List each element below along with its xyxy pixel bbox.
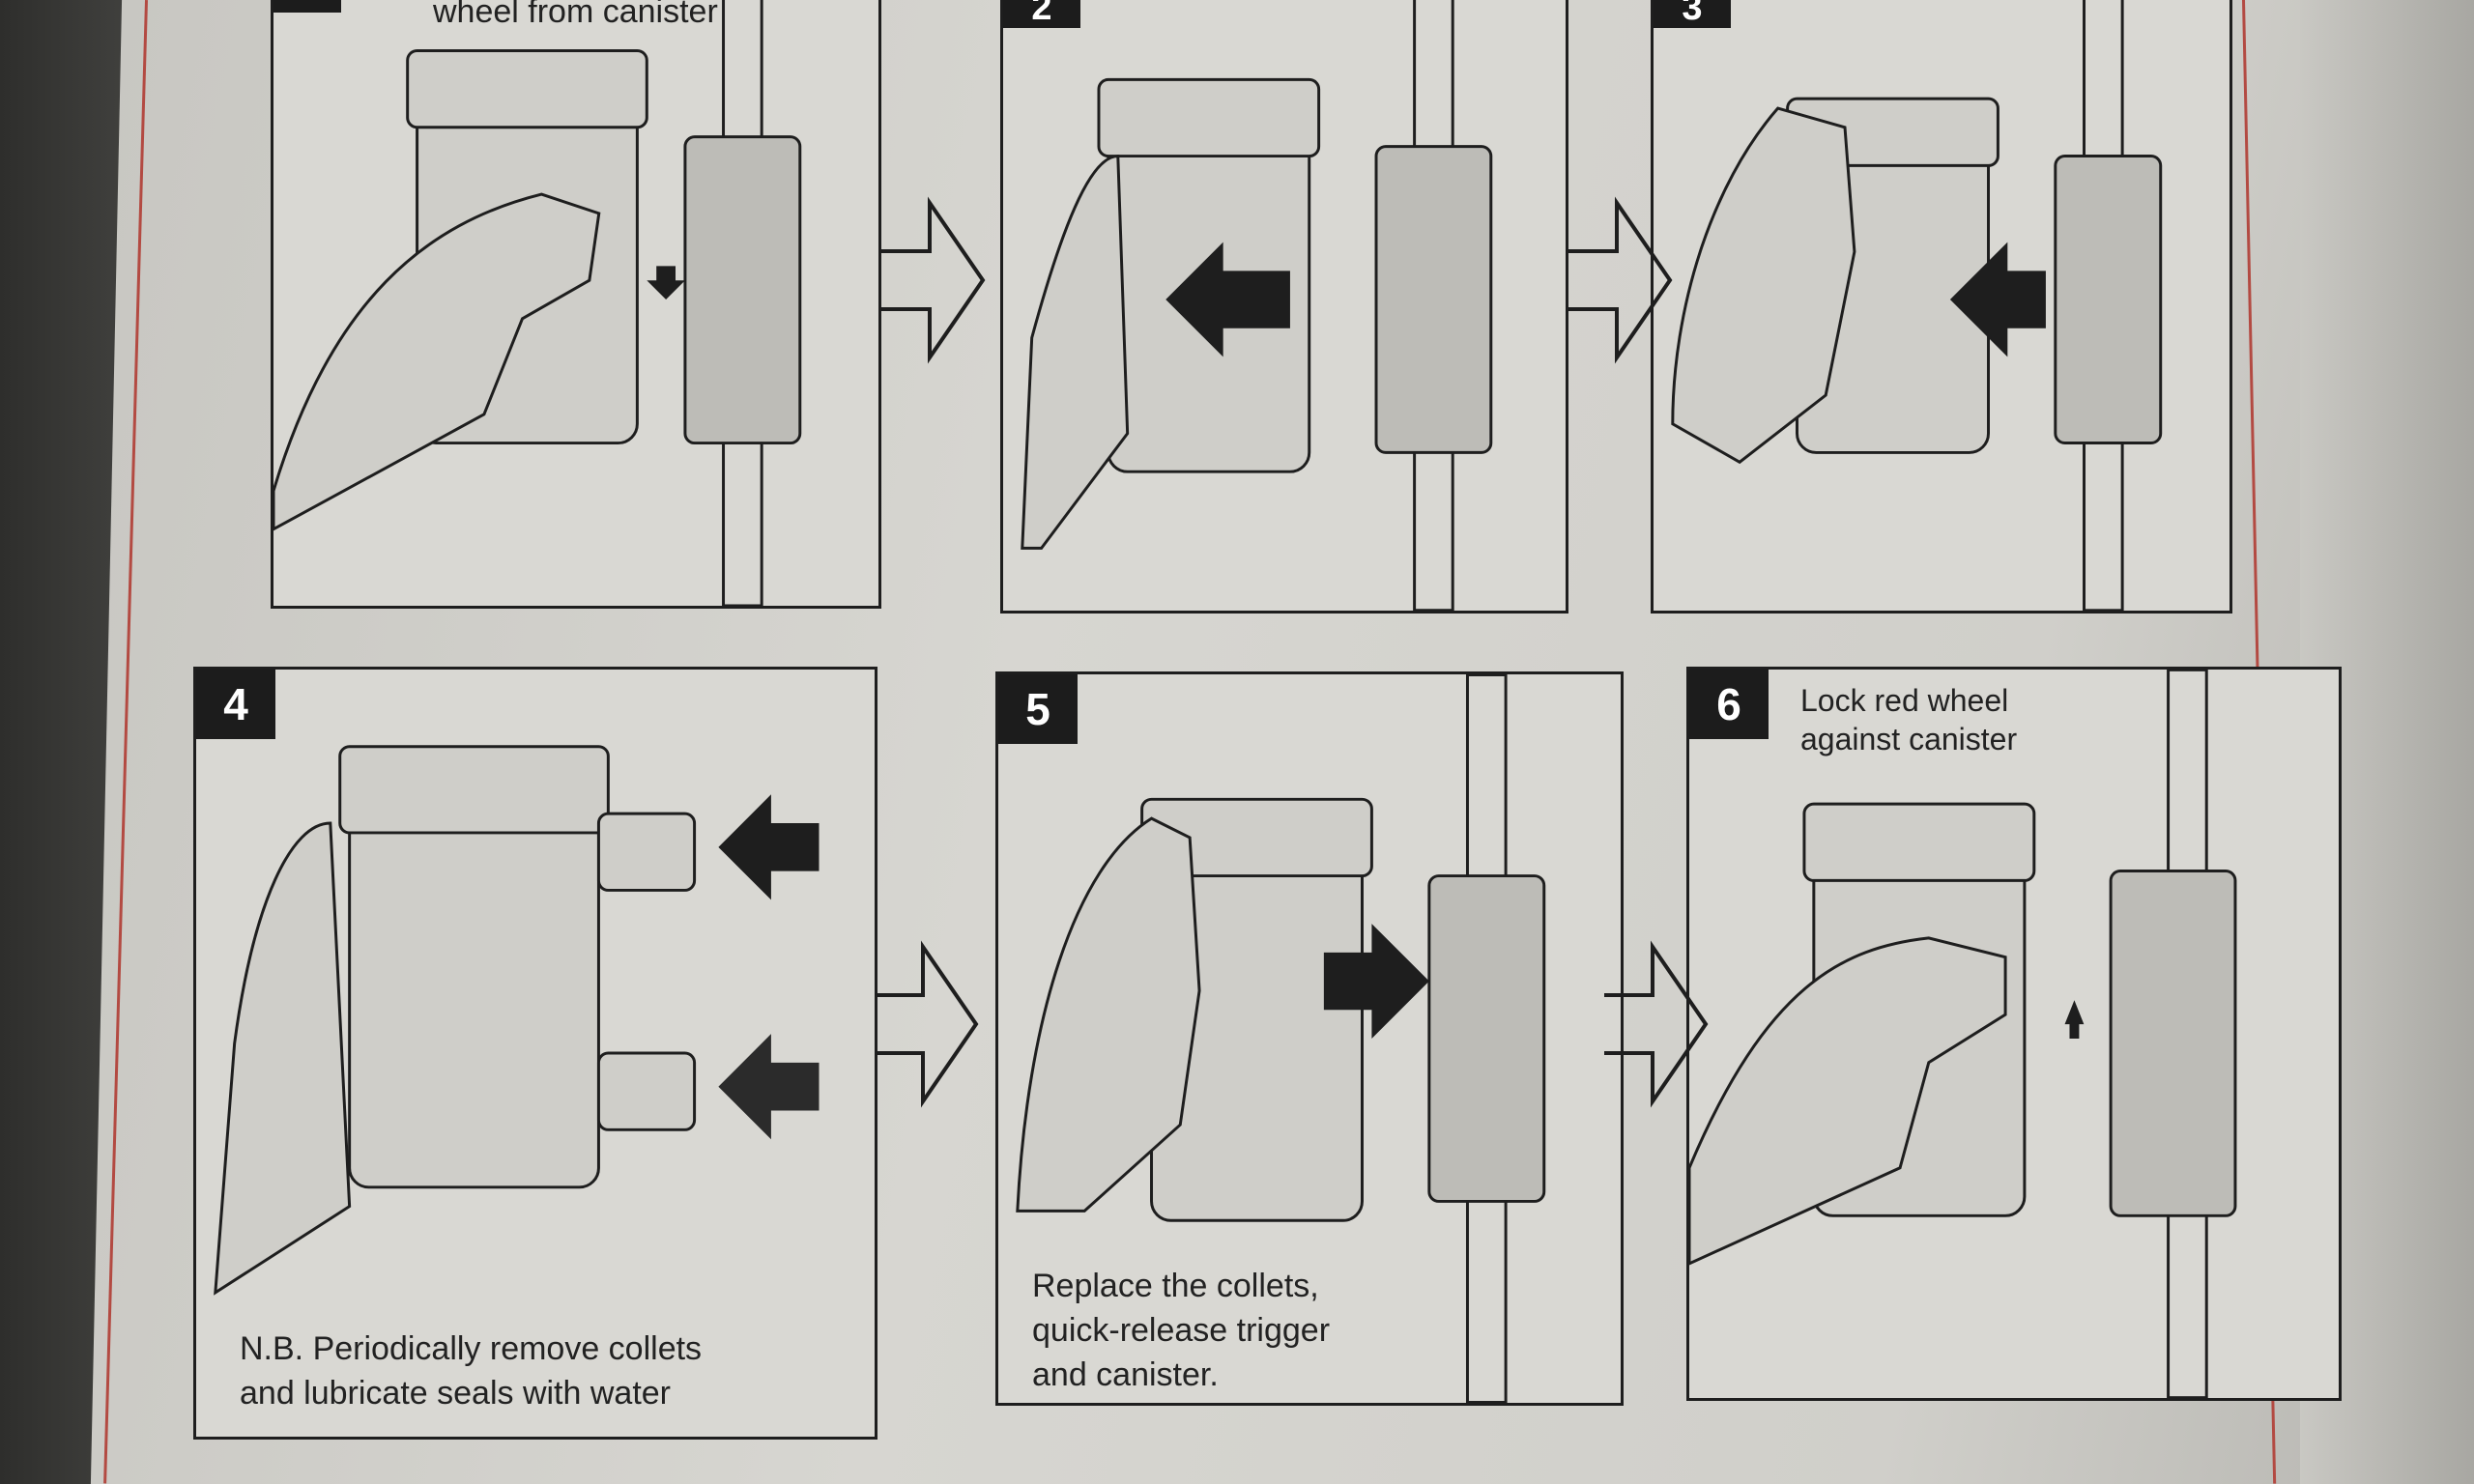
step-5-illustration <box>1016 674 1546 1403</box>
flow-arrow-4-to-5 <box>875 937 981 1111</box>
flow-arrow-2-to-3 <box>1568 193 1675 367</box>
replace-note: Replace the collets, quick-release trigg… <box>1032 1268 1331 1393</box>
step-3-illustration <box>1671 0 2163 611</box>
step-6-illustration <box>1689 670 2237 1398</box>
step-1-badge <box>273 0 341 13</box>
step-6-badge: 6 <box>1689 670 1769 739</box>
step-5-panel: 5 Replace the collets, quick-release tri… <box>995 671 1624 1406</box>
step-3-panel: 3 <box>1651 0 2232 614</box>
step-2-panel: 2 <box>1000 0 1568 614</box>
step-1-illustration <box>273 0 802 606</box>
step-6-caption: Lock red wheel against canister <box>1800 683 2018 756</box>
step-2-badge: 2 <box>1003 0 1080 28</box>
step-1-panel: wheel from canister <box>271 0 881 609</box>
step-4-illustration <box>214 745 820 1296</box>
flow-arrow-5-to-6 <box>1604 937 1711 1111</box>
step-3-badge: 3 <box>1654 0 1731 28</box>
step-2-illustration <box>1021 0 1493 611</box>
step-5-badge: 5 <box>998 674 1078 744</box>
nb-note: N.B. Periodically remove collets and lub… <box>240 1330 703 1412</box>
step-6-panel: 6 Lock red wheel against canister <box>1686 667 2342 1401</box>
flow-arrow-1-to-2 <box>881 193 988 367</box>
step-1-caption: wheel from canister <box>433 0 718 30</box>
step-4-badge: 4 <box>196 670 275 739</box>
step-4-panel: 4 N.B. Periodically remove collets and l… <box>193 667 877 1440</box>
